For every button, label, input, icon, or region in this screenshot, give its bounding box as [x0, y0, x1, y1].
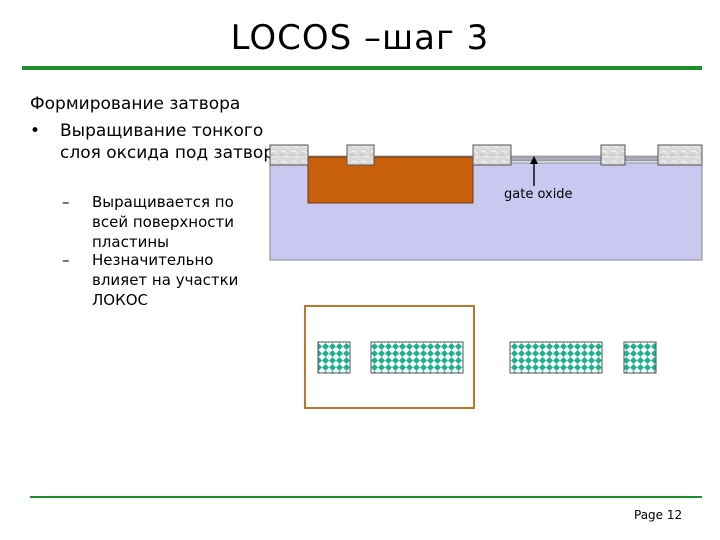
page-number: Page 12 [634, 508, 683, 522]
locos-island [472, 144, 512, 166]
bullet-text: Выращивание тонкого слоя оксида под затв… [60, 121, 275, 163]
section-heading: Формирование затвора [30, 94, 241, 114]
title-divider [22, 66, 702, 70]
sub-item-marker: – [62, 251, 70, 269]
mask-pattern [370, 341, 464, 374]
arrow-head [530, 156, 538, 164]
locos-island [269, 144, 309, 166]
locos-island [600, 144, 626, 166]
mask-frame [304, 305, 475, 409]
sub-item-marker: – [62, 193, 70, 211]
slide-title: LOCOS –шаг 3 [230, 18, 490, 58]
mask-pattern [317, 341, 351, 374]
sub-item-text: Незначительно влияет на участки ЛОКОС [92, 251, 239, 309]
gate-block [307, 156, 474, 204]
footer-divider [30, 496, 702, 498]
bullet-marker: • [30, 121, 41, 141]
sub-item-text: Выращивается по всей поверхности пластин… [92, 193, 235, 251]
gate-oxide-label: gate oxide [504, 187, 573, 202]
locos-island [657, 144, 703, 166]
mask-pattern [509, 341, 603, 374]
locos-island [346, 144, 375, 166]
mask-pattern [623, 341, 657, 374]
